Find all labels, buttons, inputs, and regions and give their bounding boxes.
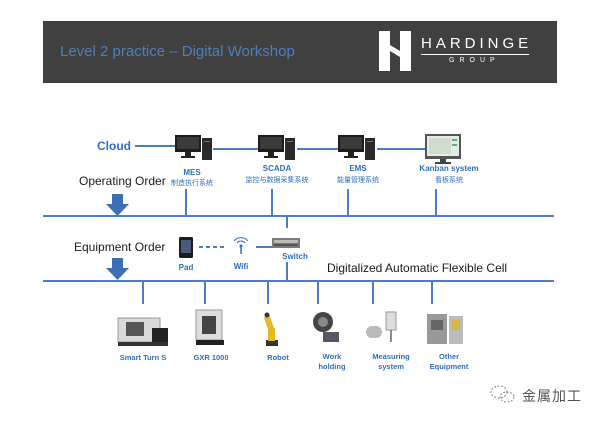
equipment-order-label: Equipment Order <box>74 240 166 254</box>
system-ems-sub: 能量管理系统 <box>337 177 379 184</box>
switch-label: Switch <box>282 252 308 261</box>
wifi-label: Wifi <box>233 262 249 271</box>
wifi-icon <box>233 237 249 254</box>
system-mes-name: MES <box>183 168 201 177</box>
robot-arm-icon <box>263 312 278 346</box>
system-scada-name: SCADA <box>262 164 292 173</box>
monitor-dashboard-icon <box>425 134 461 164</box>
probe-icon <box>366 311 397 342</box>
cell-title: Digitalized Automatic Flexible Cell <box>327 261 508 275</box>
other-line2: Equipment <box>429 362 469 371</box>
measuring-line1: Measuring <box>372 352 410 361</box>
logo-wordmark: HARDINGE <box>421 35 533 52</box>
system-scada-sub: 监控与数据采集系统 <box>245 177 309 184</box>
other-line1: Other <box>438 352 459 361</box>
hardinge-h-icon <box>379 31 411 71</box>
workholding-line1: Work <box>322 352 342 361</box>
chuck-icon <box>313 312 339 342</box>
wechat-icon <box>490 385 515 403</box>
system-ems-name: EMS <box>349 164 367 173</box>
equipment-workholding-label: Work holding <box>318 352 345 372</box>
hardinge-logo: HARDINGE GROUP <box>379 31 539 71</box>
measuring-line2: system <box>378 362 404 371</box>
tablet-icon <box>179 237 193 258</box>
operating-order-arrow-icon <box>106 194 129 216</box>
equipment-order-arrow-icon <box>106 258 129 280</box>
pad-label: Pad <box>178 263 194 272</box>
network-switch-icon <box>272 238 300 248</box>
system-kanban-name: Kanban system <box>419 164 479 173</box>
equipment-gxr-label: GXR 1000 <box>193 353 229 362</box>
equipment-icon <box>427 314 463 344</box>
desktop-computer-icon <box>258 135 295 160</box>
system-kanban-sub: 看板系统 <box>435 177 463 184</box>
system-mes-sub: 制造执行系统 <box>171 180 213 187</box>
logo-divider <box>421 54 529 55</box>
page-title: Level 2 practice – Digital Workshop <box>60 43 295 60</box>
equipment-robot-label: Robot <box>267 353 289 362</box>
operating-order-label: Operating Order <box>79 174 166 188</box>
watermark-text: 金属加工 <box>522 388 582 404</box>
equipment-measuring-label: Measuring system <box>372 352 410 372</box>
cnc-lathe-icon <box>117 317 168 346</box>
desktop-computer-icon <box>338 135 375 160</box>
header-banner: Level 2 practice – Digital Workshop HARD… <box>43 21 557 83</box>
logo-group-text: GROUP <box>449 57 500 64</box>
desktop-computer-icon <box>175 135 212 160</box>
machining-center-icon <box>195 309 224 345</box>
cloud-label: Cloud <box>97 139 131 153</box>
equipment-smart-turn-label: Smart Turn S <box>119 353 167 362</box>
workholding-line2: holding <box>318 362 346 371</box>
equipment-other-label: Other Equipment <box>430 352 469 372</box>
